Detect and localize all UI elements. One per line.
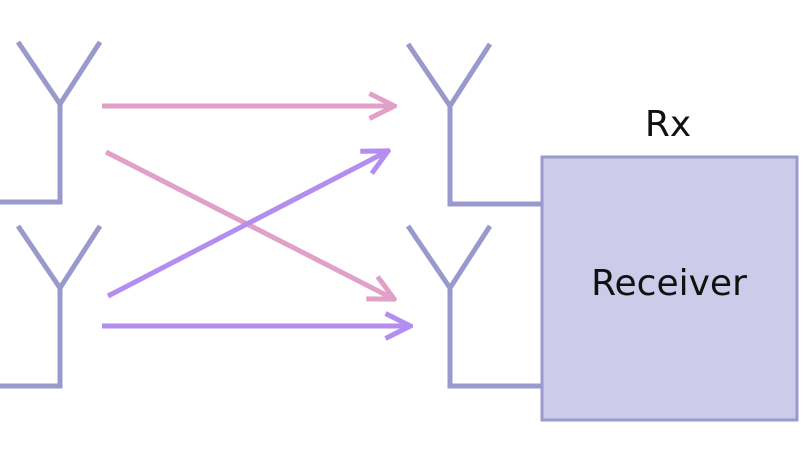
rx-antenna-1-icon (405, 42, 544, 207)
path-tx2-rx1-arrow (106, 152, 386, 299)
tx-antenna-1-icon (0, 40, 103, 205)
tx-antenna-2-icon (0, 224, 103, 389)
receiver-block: Receiver (540, 155, 799, 422)
receiver-box (540, 155, 799, 422)
rx-antenna-2-icon (405, 224, 544, 389)
receiver-label: Receiver (591, 263, 747, 304)
rx-caption: Rx (645, 104, 691, 145)
